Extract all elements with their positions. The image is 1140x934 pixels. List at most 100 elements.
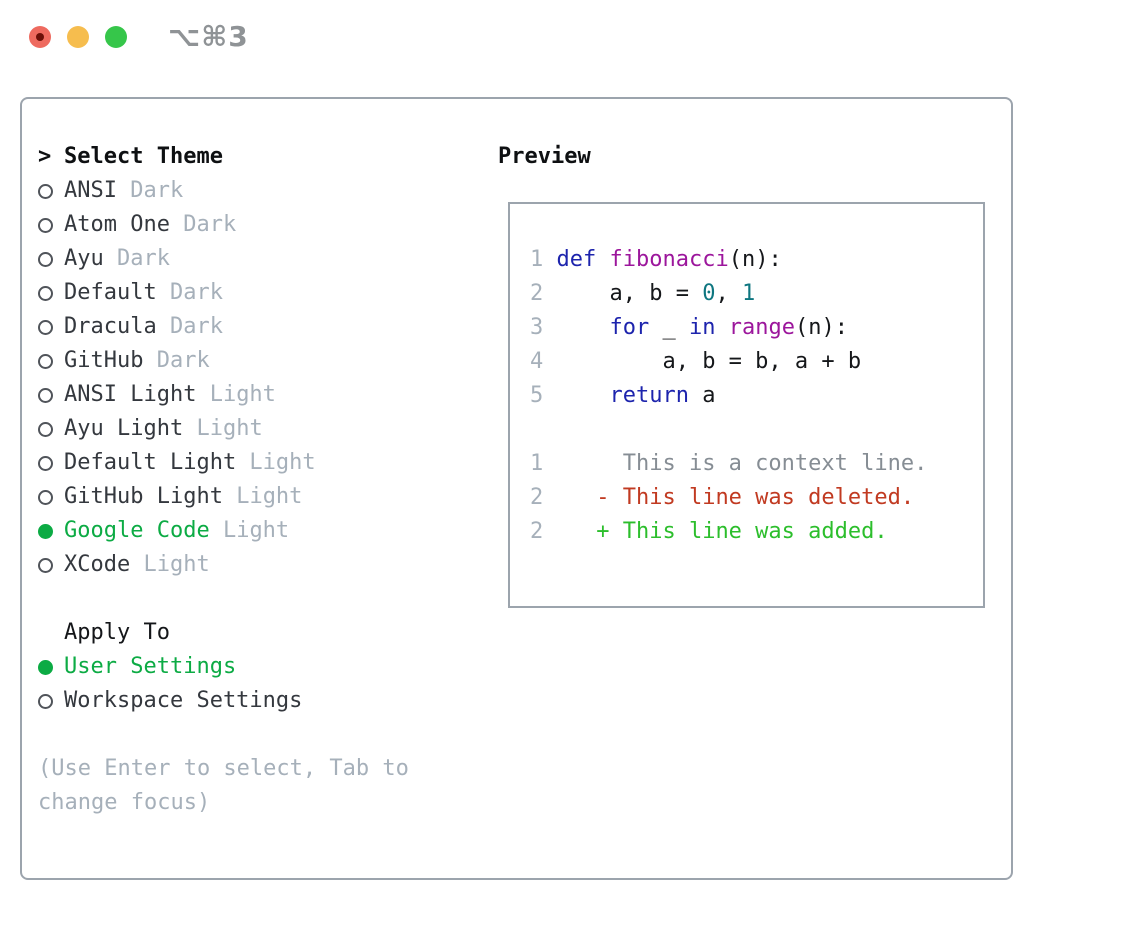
radio-icon <box>38 353 53 369</box>
code-token: - This line was deleted. <box>556 485 915 510</box>
close-button[interactable] <box>29 26 51 48</box>
help-text-line2: change focus) <box>38 790 211 815</box>
theme-option[interactable]: GitHub Light Light <box>38 480 493 514</box>
code-token: This is a context line. <box>556 451 928 476</box>
code-token: a, b = b, a + b <box>556 349 862 374</box>
code-token <box>596 247 609 272</box>
preview-title: Preview <box>498 144 591 169</box>
apply-option[interactable]: User Settings <box>38 650 493 684</box>
spacer <box>38 582 493 616</box>
code-token: def <box>556 247 597 272</box>
line-number: 3 <box>530 315 544 340</box>
theme-option[interactable]: XCode Light <box>38 548 493 582</box>
variant-label: Dark <box>116 178 184 203</box>
theme-option[interactable]: Google Code Light <box>38 514 493 548</box>
option-label: ANSI <box>64 178 117 203</box>
code-line: 4 a, b = b, a + b <box>530 345 927 379</box>
code-token: 0 <box>702 281 716 306</box>
option-label: Dracula <box>64 314 157 339</box>
line-number: 2 <box>530 485 544 510</box>
line-number: 2 <box>530 519 544 544</box>
zoom-button[interactable] <box>105 26 127 48</box>
line-number: 1 <box>530 247 544 272</box>
option-label: Default Light <box>64 450 237 475</box>
window-title: ⌥⌘3 <box>168 20 249 53</box>
marker-cell <box>38 659 64 675</box>
line-number: 2 <box>530 281 544 306</box>
theme-option[interactable]: Default Dark <box>38 276 493 310</box>
marker-cell <box>38 489 64 505</box>
marker-cell <box>38 217 64 233</box>
variant-label: Dark <box>169 212 237 237</box>
option-label: Workspace Settings <box>64 688 303 713</box>
theme-option[interactable]: ANSI Light Light <box>38 378 493 412</box>
traffic-lights <box>29 26 127 48</box>
radio-selected-icon <box>38 523 53 539</box>
option-label: Atom One <box>64 212 170 237</box>
variant-label: Light <box>209 518 290 543</box>
variant-label: Light <box>183 416 263 441</box>
minimize-button[interactable] <box>67 26 89 48</box>
theme-option[interactable]: Ayu Dark <box>38 242 493 276</box>
marker-cell <box>38 353 64 369</box>
code-line: 2 + This line was added. <box>530 515 927 549</box>
option-label: ANSI Light <box>64 382 197 407</box>
code-token: a, b = <box>556 281 703 306</box>
code-line <box>530 413 927 447</box>
option-label: Ayu <box>64 246 104 271</box>
option-label: GitHub Light <box>64 484 223 509</box>
variant-label: Dark <box>143 348 210 373</box>
code-line: 2 a, b = 0, 1 <box>530 277 927 311</box>
marker-cell <box>38 557 64 573</box>
radio-icon <box>38 319 53 335</box>
theme-option[interactable]: GitHub Dark <box>38 344 493 378</box>
marker-cell <box>38 387 64 403</box>
variant-label: Light <box>222 484 303 509</box>
selection-arrow-icon: > <box>38 144 52 169</box>
theme-option[interactable]: Atom One Dark <box>38 208 493 242</box>
marker-cell <box>38 693 64 709</box>
code-line: 1 This is a context line. <box>530 447 927 481</box>
variant-label: Light <box>196 382 276 407</box>
variant-label: Dark <box>156 314 223 339</box>
theme-option[interactable]: Default Light Light <box>38 446 493 480</box>
line-number: 5 <box>530 383 544 408</box>
theme-option[interactable]: Dracula Dark <box>38 310 493 344</box>
code-token: (n): <box>728 247 782 272</box>
marker-cell <box>38 421 64 437</box>
variant-label: Dark <box>103 246 170 271</box>
theme-option[interactable]: Ayu Light Light <box>38 412 493 446</box>
marker-cell: > <box>38 140 64 174</box>
apply-option[interactable]: Workspace Settings <box>38 684 493 718</box>
radio-icon <box>38 455 53 471</box>
radio-icon <box>38 693 53 709</box>
code-token <box>715 315 728 340</box>
code-token: in <box>688 315 716 340</box>
radio-icon <box>38 387 53 403</box>
code-line: 2 - This line was deleted. <box>530 481 927 515</box>
radio-icon <box>38 557 53 573</box>
marker-cell <box>38 183 64 199</box>
marker-cell <box>38 319 64 335</box>
line-number: 1 <box>530 451 544 476</box>
radio-icon <box>38 285 53 301</box>
marker-cell <box>38 455 64 471</box>
apply-to-header: Apply To <box>38 616 493 650</box>
code-line: 3 for _ in range(n): <box>530 311 927 345</box>
option-label: User Settings <box>64 654 237 679</box>
variant-label: Light <box>236 450 316 475</box>
code-token: (n): <box>794 315 848 340</box>
radio-icon <box>38 489 53 505</box>
radio-icon <box>38 183 53 199</box>
code-token: + This line was added. <box>556 519 888 544</box>
code-token: range <box>728 315 795 340</box>
option-label: Default <box>64 280 157 305</box>
code-token: , <box>715 281 742 306</box>
theme-option[interactable]: ANSI Dark <box>38 174 493 208</box>
